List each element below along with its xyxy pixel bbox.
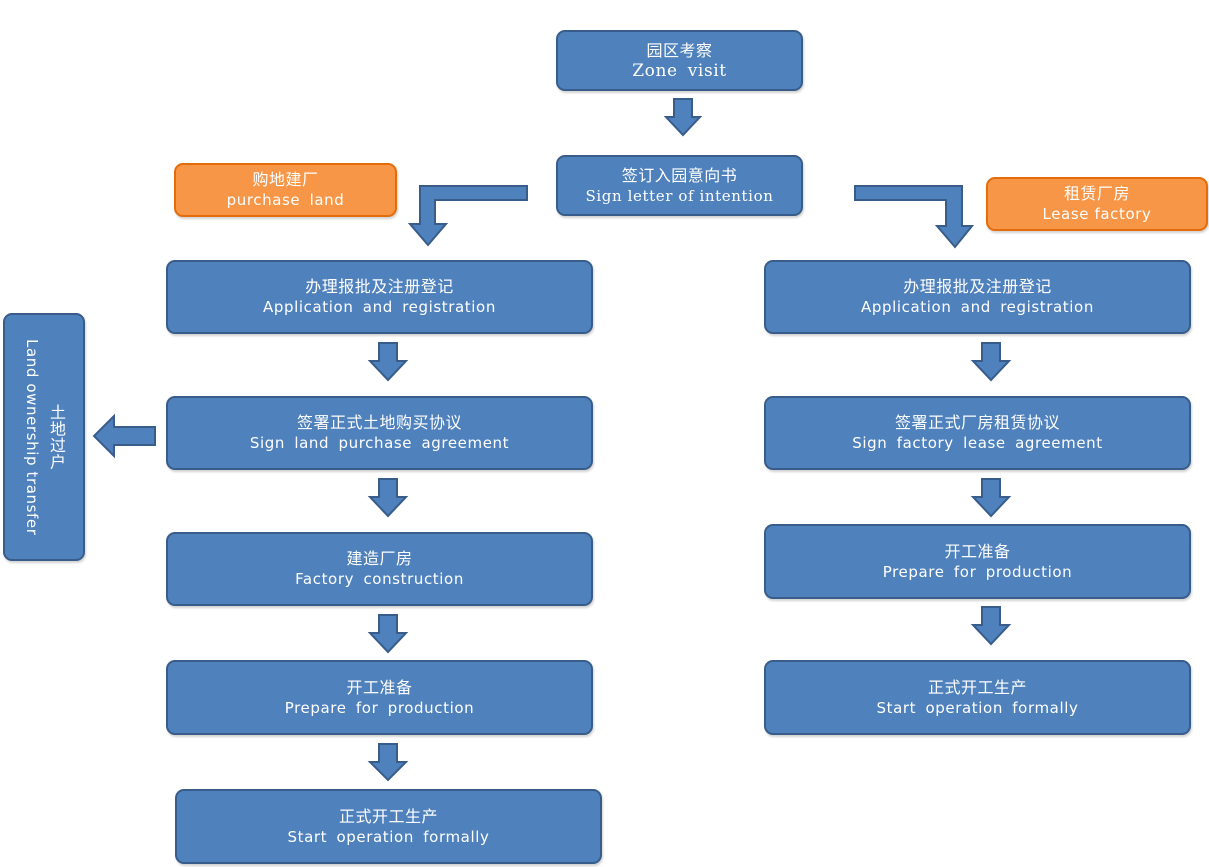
arrow-zone-to-letter	[663, 98, 703, 137]
land-purchase-agreement-cn: 签署正式土地购买协议	[296, 413, 462, 432]
arrow-to-ownership-transfer	[92, 413, 156, 459]
purchase-land-en: purchase land	[226, 191, 345, 209]
right-application-box: 办理报批及注册登记 Application and registration	[764, 260, 1191, 334]
arrow-letter-to-right-branch	[854, 185, 975, 249]
letter-of-intention-box: 签订入园意向书 Sign letter of intention	[556, 155, 803, 216]
arrow-left-3	[367, 614, 409, 654]
lease-factory-cn: 租赁厂房	[1063, 184, 1130, 203]
zone-visit-en: Zone visit	[632, 60, 727, 81]
land-ownership-transfer-box: 土地过户 Land ownership transfer	[3, 313, 85, 561]
left-start-cn: 正式开工生产	[338, 806, 438, 826]
right-application-cn: 办理报批及注册登记	[903, 277, 1052, 296]
left-prepare-en: Prepare for production	[284, 698, 475, 717]
arrow-right-2	[970, 478, 1012, 518]
left-application-en: Application and registration	[263, 298, 496, 316]
land-purchase-agreement-box: 签署正式土地购买协议 Sign land purchase agreement	[166, 396, 593, 470]
right-start-cn: 正式开工生产	[927, 677, 1027, 697]
letter-of-intention-en: Sign letter of intention	[585, 186, 774, 205]
zone-visit-box: 园区考察 Zone visit	[556, 30, 803, 91]
left-start-en: Start operation formally	[287, 827, 490, 846]
land-ownership-transfer-cn: 土地过户	[47, 404, 66, 470]
factory-lease-agreement-cn: 签署正式厂房租赁协议	[894, 413, 1060, 432]
purchase-land-label: 购地建厂 purchase land	[174, 163, 397, 217]
right-start-en: Start operation formally	[876, 698, 1079, 717]
factory-construction-box: 建造厂房 Factory construction	[166, 532, 593, 606]
arrow-left-2	[367, 478, 409, 518]
right-application-en: Application and registration	[861, 298, 1094, 316]
lease-factory-label: 租赁厂房 Lease factory	[986, 177, 1208, 231]
left-prepare-cn: 开工准备	[346, 677, 413, 697]
left-application-box: 办理报批及注册登记 Application and registration	[166, 260, 593, 334]
left-start-box: 正式开工生产 Start operation formally	[175, 789, 602, 864]
arrow-right-3	[970, 606, 1012, 646]
right-prepare-cn: 开工准备	[944, 541, 1011, 561]
arrow-letter-to-left-branch	[407, 185, 528, 247]
purchase-land-cn: 购地建厂	[252, 170, 319, 189]
factory-lease-agreement-box: 签署正式厂房租赁协议 Sign factory lease agreement	[764, 396, 1191, 470]
left-prepare-box: 开工准备 Prepare for production	[166, 660, 593, 735]
arrow-left-1	[367, 342, 409, 382]
arrow-left-4	[367, 743, 409, 782]
factory-construction-en: Factory construction	[295, 570, 464, 588]
land-ownership-transfer-en: Land ownership transfer	[23, 338, 41, 536]
right-prepare-box: 开工准备 Prepare for production	[764, 524, 1191, 599]
letter-of-intention-cn: 签订入园意向书	[621, 165, 738, 185]
factory-lease-agreement-en: Sign factory lease agreement	[852, 434, 1103, 452]
arrow-right-1	[970, 342, 1012, 382]
right-start-box: 正式开工生产 Start operation formally	[764, 660, 1191, 735]
zone-visit-cn: 园区考察	[646, 40, 713, 60]
left-application-cn: 办理报批及注册登记	[305, 277, 454, 296]
right-prepare-en: Prepare for production	[882, 562, 1073, 581]
factory-construction-cn: 建造厂房	[346, 549, 413, 568]
lease-factory-en: Lease factory	[1042, 205, 1152, 223]
land-purchase-agreement-en: Sign land purchase agreement	[249, 434, 510, 452]
